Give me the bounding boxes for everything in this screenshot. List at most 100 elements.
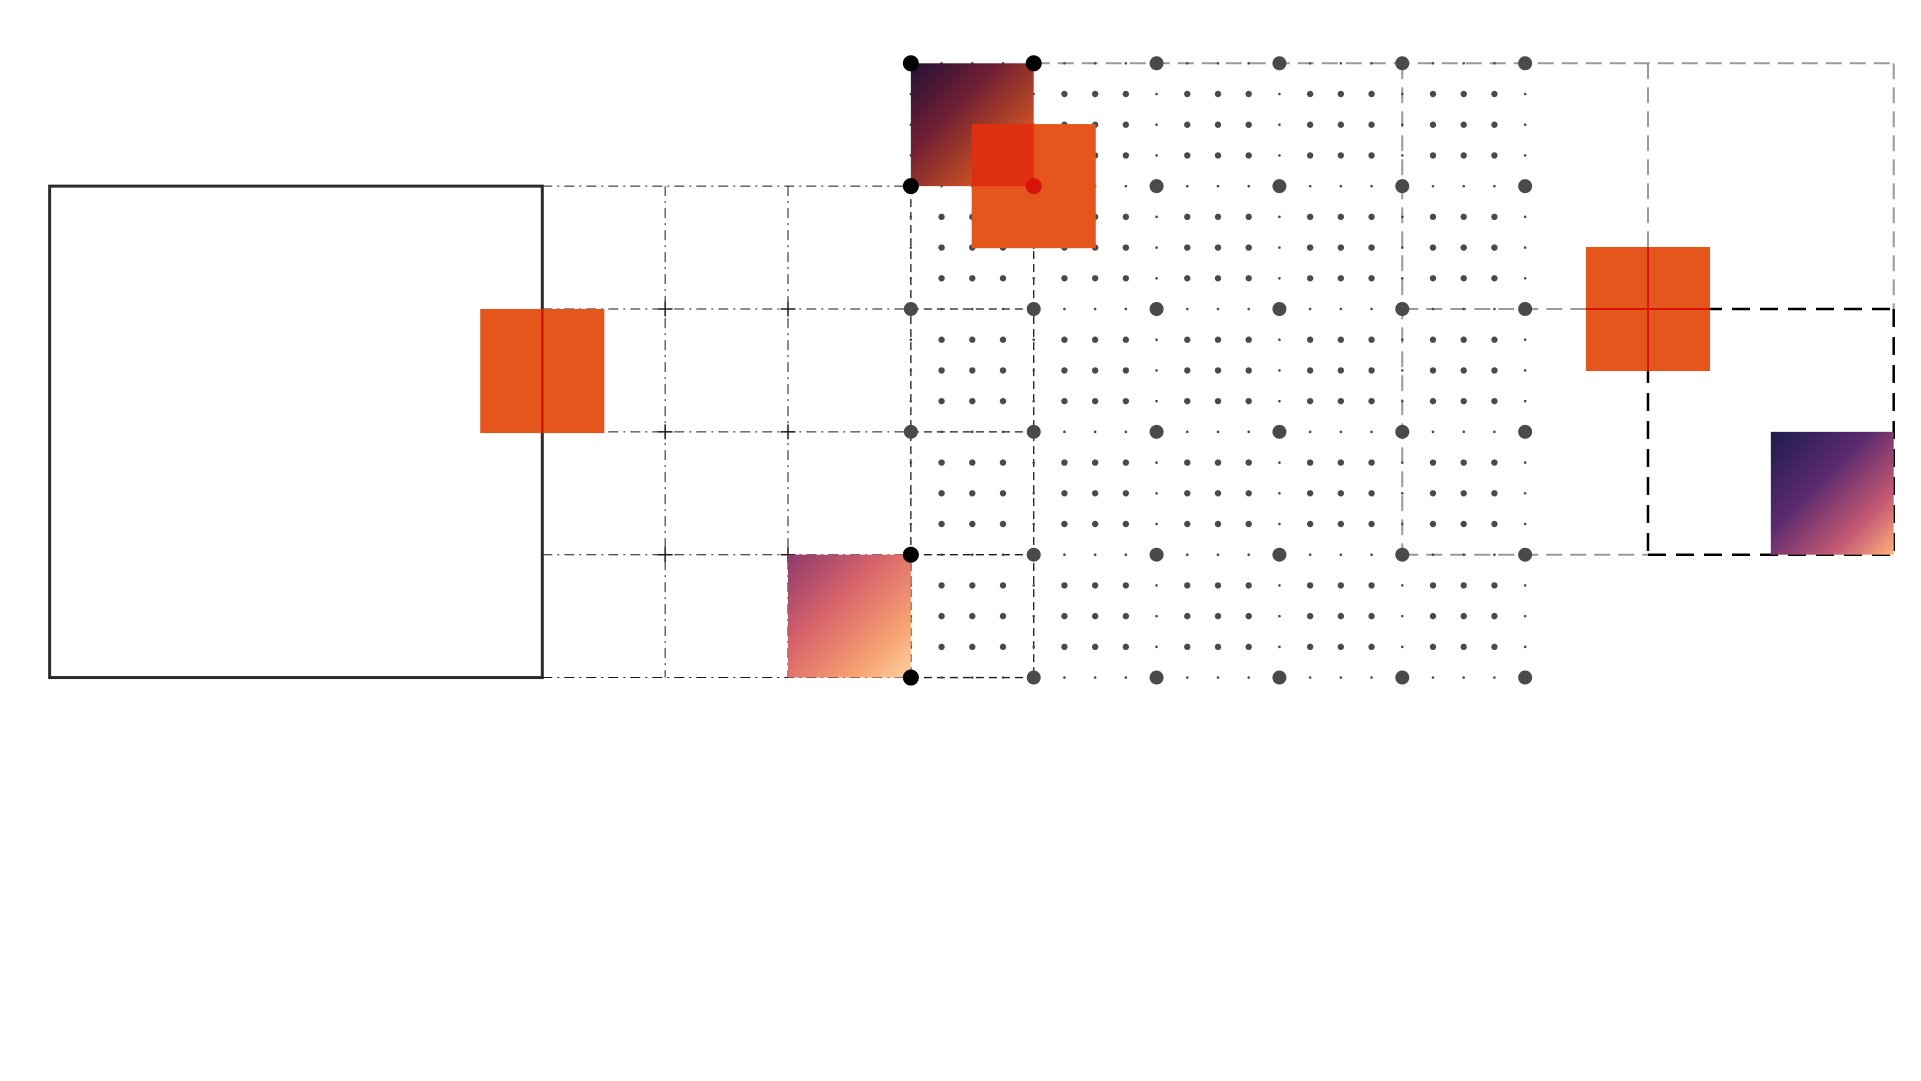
grid-dot (1124, 61, 1128, 65)
grid-dot (1155, 276, 1158, 280)
grid-dot (1032, 399, 1036, 403)
grid-dot (1368, 213, 1375, 221)
grid-dot (1518, 179, 1533, 194)
grid-dot (1518, 302, 1533, 316)
grid-dot (1122, 643, 1130, 651)
grid-dot (1185, 430, 1189, 434)
grid-dot (1306, 336, 1314, 343)
grid-dot (1245, 459, 1252, 466)
grid-dot (1155, 461, 1158, 464)
red-overlap-square (971, 124, 1034, 187)
grid-dot (1093, 676, 1097, 679)
grid-dot (1395, 179, 1410, 194)
grid-dot (909, 338, 913, 342)
grid-dot (1214, 612, 1222, 620)
grid-dot (1337, 336, 1345, 343)
grid-dot (938, 582, 945, 589)
grid-dot (1216, 430, 1220, 434)
grid-dot (1395, 56, 1410, 71)
grid-dot (1460, 275, 1467, 282)
grid-dot (1214, 367, 1222, 374)
grid-dot (1491, 643, 1498, 651)
grid-dot (1001, 553, 1005, 557)
grid-dot (1149, 547, 1164, 562)
grid-dot (1462, 553, 1466, 557)
grid-dot (1339, 676, 1343, 679)
grid-dot (969, 612, 976, 620)
grid-dot (1247, 430, 1251, 434)
grid-dot (1091, 397, 1099, 405)
grid-dot (1184, 275, 1191, 282)
grid-dot (999, 582, 1007, 589)
grid-dot (1308, 553, 1312, 557)
grid-dot (1278, 614, 1281, 618)
grid-dot (1339, 307, 1343, 311)
grid-dot (1491, 582, 1498, 589)
grid-dot (1306, 121, 1314, 128)
grid-dot (1493, 676, 1496, 679)
grid-dot (1400, 399, 1404, 403)
grid-dot (1032, 369, 1036, 372)
grid-dot (1337, 275, 1345, 282)
grid-dot (1272, 670, 1287, 685)
grid-dot (938, 490, 945, 497)
grid-dot (1400, 246, 1404, 249)
grid-dot (1370, 430, 1373, 434)
grid-dot (1155, 92, 1158, 96)
grid-dot (1278, 276, 1281, 280)
grid-dot (1032, 338, 1036, 342)
grid-dot (1337, 121, 1345, 128)
grid-dot (1091, 520, 1099, 528)
grid-dot (1122, 459, 1130, 466)
grid-dot (1395, 302, 1410, 316)
grid-dot (1245, 152, 1252, 159)
grid-dot (1091, 612, 1099, 620)
grid-dot (1278, 491, 1281, 495)
grid-dot (1523, 461, 1527, 464)
grid-dot (1337, 244, 1345, 251)
grid-dot (1337, 459, 1345, 466)
grid-dot (1429, 336, 1437, 343)
grid-dot (1518, 424, 1533, 439)
grid-dot (1337, 643, 1345, 651)
grid-dot (1306, 582, 1314, 589)
grid-dot (1061, 336, 1068, 343)
grid-dot (1091, 643, 1099, 651)
grid-dot (1245, 90, 1252, 98)
grid-dot (1339, 61, 1343, 65)
grid-dot (1368, 397, 1375, 405)
grid-dot (1306, 490, 1314, 497)
grid-dot (1491, 152, 1498, 159)
grid-dot (1493, 553, 1496, 557)
orange-blocks-layer (480, 124, 1711, 434)
grid-dot (1091, 582, 1099, 589)
grid-dot (1155, 491, 1158, 495)
grid-dot (1429, 459, 1437, 466)
grid-dot (1122, 275, 1130, 282)
grid-dot (1245, 612, 1252, 620)
grid-dot (1063, 553, 1066, 557)
grid-dot (969, 397, 976, 405)
grid-dot (1337, 90, 1345, 98)
grid-dot (1306, 90, 1314, 98)
grid-dot (1395, 547, 1410, 562)
grid-dot (1093, 61, 1097, 65)
grid-dot (1431, 61, 1435, 65)
grid-dot (1124, 553, 1128, 557)
grid-dot (1523, 92, 1527, 96)
grid-dot (970, 553, 974, 557)
grid-dot (1245, 490, 1252, 497)
grid-dot (969, 275, 976, 282)
grid-dot (1462, 430, 1466, 434)
grid-dot (1400, 92, 1404, 96)
grid-dot (1245, 397, 1252, 405)
grid-dot (1245, 275, 1252, 282)
grid-dot (1431, 307, 1435, 311)
grid-dot (1523, 215, 1527, 219)
grid-dot (1491, 367, 1498, 374)
grid-dot (1337, 520, 1345, 528)
grid-dot (1026, 547, 1041, 562)
grid-dot (1185, 61, 1189, 65)
grid-dot (969, 490, 976, 497)
grid-dot (1184, 90, 1191, 98)
